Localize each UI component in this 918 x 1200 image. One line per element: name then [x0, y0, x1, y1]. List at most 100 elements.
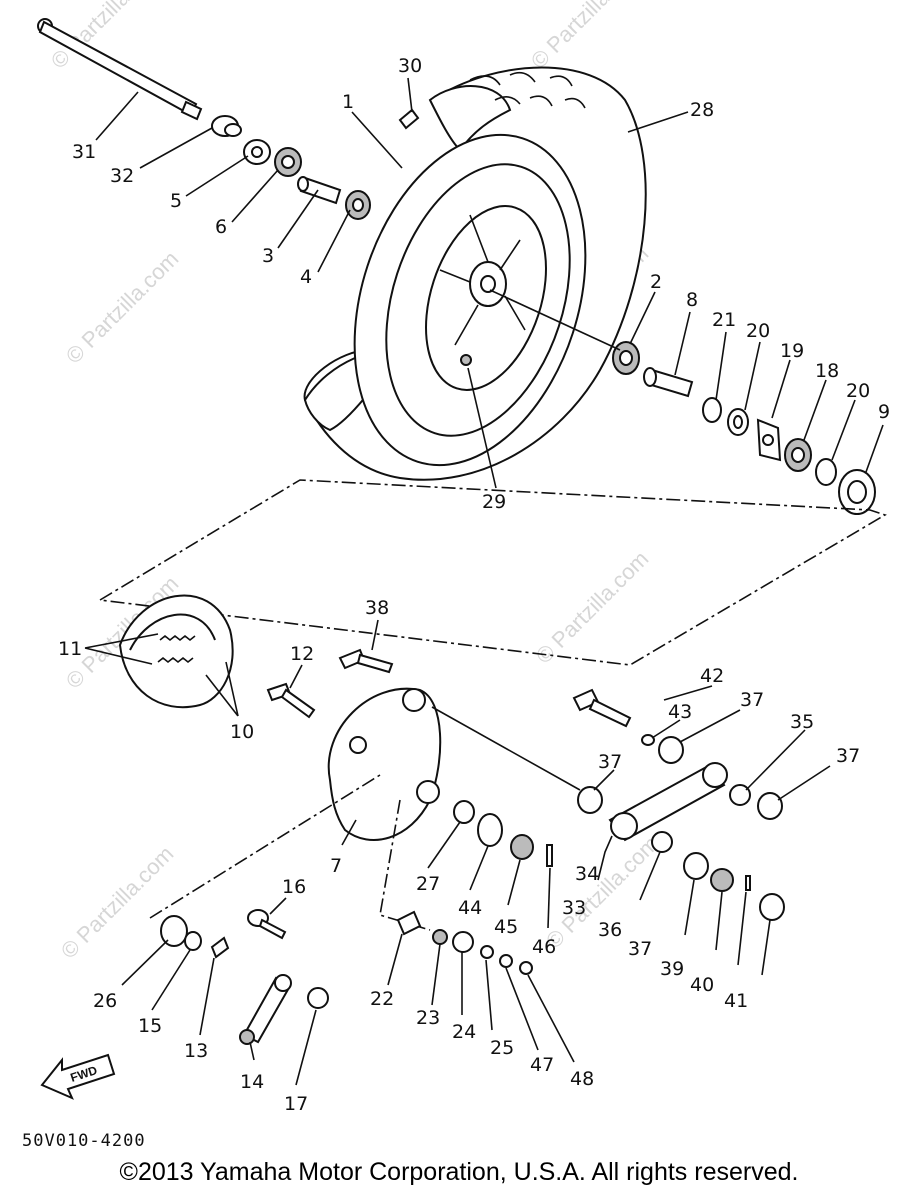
watermark: © Partzilla.com [526, 0, 649, 74]
callout-9: 9 [878, 401, 890, 423]
indicator-13 [210, 936, 230, 959]
watermark: © Partzilla.com [56, 841, 179, 964]
cap-41 [759, 893, 785, 921]
collar-32 [211, 115, 242, 137]
watermark: © Partzilla.com [61, 246, 184, 369]
callout-17: 17 [284, 1093, 308, 1115]
callout-36: 36 [598, 919, 622, 941]
spacer-35 [729, 784, 751, 806]
callout-24: 24 [452, 1021, 476, 1043]
callout-6: 6 [215, 216, 227, 238]
washer-47 [499, 954, 513, 968]
callout-41: 41 [724, 990, 748, 1012]
callout-11: 11 [58, 638, 82, 660]
callout-40: 40 [690, 974, 714, 996]
bearing-18 [784, 438, 812, 472]
callout-22: 22 [370, 988, 394, 1010]
callout-42: 42 [700, 665, 724, 687]
nut-17 [307, 987, 329, 1009]
callout-37d: 37 [628, 938, 652, 960]
brake-plate-7 [327, 687, 442, 841]
washer-37d [683, 852, 709, 880]
callout-33: 33 [562, 897, 586, 919]
callout-13: 13 [184, 1040, 208, 1062]
callout-47: 47 [530, 1054, 554, 1076]
callout-14: 14 [240, 1071, 264, 1093]
bolt-38 [338, 648, 394, 674]
torque-arm-34 [608, 762, 728, 842]
bolt-12 [266, 682, 316, 719]
callout-30: 30 [398, 55, 422, 77]
balance-weight-29 [460, 354, 472, 366]
pin-48 [519, 961, 533, 975]
bearing-6 [274, 147, 302, 177]
washer-20a [727, 408, 749, 436]
callout-34: 34 [575, 863, 599, 885]
fwd-arrow-icon: FWD [40, 1053, 116, 1100]
callout-37b: 37 [836, 745, 860, 767]
callout-48: 48 [570, 1068, 594, 1090]
watermark: © Partzilla.com [531, 546, 654, 669]
valve-30 [398, 108, 420, 130]
springs-11 [157, 634, 196, 664]
pin-40 [745, 875, 751, 891]
seal-26 [160, 915, 188, 947]
assembly-outline [97, 479, 887, 666]
callout-37c: 37 [598, 751, 622, 773]
axle-31 [37, 18, 203, 121]
washer-20b [815, 458, 837, 486]
plate-19 [756, 418, 782, 462]
washer-44 [477, 813, 503, 847]
brake-shoes-10 [118, 594, 234, 709]
bushing-37a [658, 736, 684, 764]
callout-26: 26 [93, 990, 117, 1012]
diagram-code: 50V010-4200 [22, 1131, 146, 1151]
nut-23 [432, 929, 448, 945]
callout-32: 32 [110, 165, 134, 187]
callout-35: 35 [790, 711, 814, 733]
spring-24 [452, 931, 474, 953]
callout-27: 27 [416, 873, 440, 895]
pin-43 [641, 734, 655, 746]
callout-4: 4 [300, 266, 312, 288]
callout-20a: 20 [746, 320, 770, 342]
ring-27 [453, 800, 475, 824]
callout-28: 28 [690, 99, 714, 121]
washer-37c [757, 792, 783, 820]
nut-39 [710, 868, 734, 892]
callout-25: 25 [490, 1037, 514, 1059]
spacer-3 [297, 176, 342, 205]
callout-10: 10 [230, 721, 254, 743]
bolt-42 [572, 688, 632, 728]
callout-19: 19 [780, 340, 804, 362]
spacer-36 [651, 831, 673, 853]
copyright-notice: ©2013 Yamaha Motor Corporation, U.S.A. A… [119, 1158, 799, 1186]
callout-20b: 20 [846, 380, 870, 402]
spacer-flange-4 [345, 190, 371, 220]
callout-8: 8 [686, 289, 698, 311]
pin-46 [546, 844, 553, 867]
callout-21: 21 [712, 309, 736, 331]
bearing-2 [612, 341, 640, 375]
callout-31: 31 [72, 141, 96, 163]
callout-1: 1 [342, 91, 354, 113]
bushing-37b [577, 786, 603, 814]
washer-25 [480, 945, 494, 959]
callout-37a: 37 [740, 689, 764, 711]
callout-45: 45 [494, 916, 518, 938]
callout-5: 5 [170, 190, 182, 212]
callout-44: 44 [458, 897, 482, 919]
bolt-16 [247, 909, 287, 940]
washer-15 [184, 931, 202, 951]
oil-seal-9 [838, 469, 876, 515]
callout-46: 46 [532, 936, 556, 958]
callouts: 30 1 28 31 32 5 6 3 4 2 8 21 20 19 18 20… [58, 55, 890, 1115]
callout-38: 38 [365, 597, 389, 619]
circlip-21 [702, 397, 722, 423]
callout-18: 18 [815, 360, 839, 382]
collar-8 [643, 367, 694, 398]
callout-39: 39 [660, 958, 684, 980]
callout-15: 15 [138, 1015, 162, 1037]
cam-lever-14 [239, 974, 292, 1045]
